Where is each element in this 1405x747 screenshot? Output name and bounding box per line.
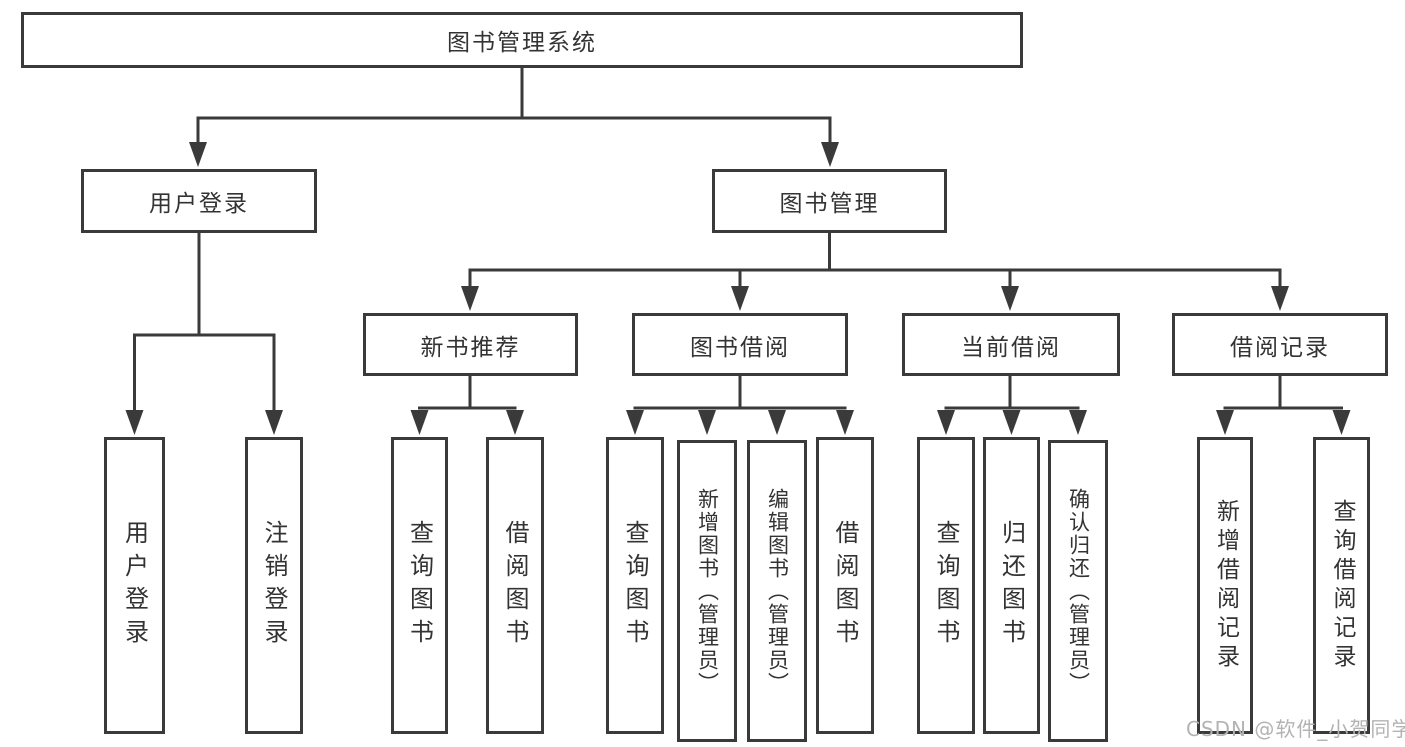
leaf-query-books-recommend: 查询图书 [391,437,448,734]
leaf-label: 归还图书 [997,519,1026,652]
node-book-borrowing: 图书借阅 [632,313,848,376]
leaf-add-borrow-record: 新增借阅记录 [1197,437,1253,734]
leaf-edit-books-admin: 编辑图书（管理员） [747,440,807,742]
leaf-query-books-borrowing: 查询图书 [606,437,664,734]
connector-paths [133,68,1343,410]
node-label: 图书管理系统 [447,30,597,56]
leaf-return-books: 归还图书 [983,437,1040,734]
leaf-user-login: 用户登录 [104,437,165,734]
leaf-label: 新增图书（管理员） [695,487,720,695]
leaf-label: 借阅图书 [831,519,859,652]
node-label: 图书借阅 [690,334,790,361]
leaf-add-books-admin: 新增图书（管理员） [677,440,737,742]
leaf-label: 查询图书 [405,519,434,652]
node-borrowing-records: 借阅记录 [1172,313,1388,376]
leaf-label: 用户登录 [120,519,149,652]
leaf-borrow-books-recommend: 借阅图书 [486,437,544,734]
node-current-borrowing: 当前借阅 [902,313,1120,376]
node-new-book-recommendation: 新书推荐 [363,313,578,376]
node-label: 借阅记录 [1230,334,1330,361]
node-label: 用户登录 [149,191,249,217]
node-label: 当前借阅 [961,334,1061,361]
leaf-label: 查询图书 [621,519,649,652]
node-label: 新书推荐 [420,334,521,361]
leaf-query-books-current: 查询图书 [917,437,975,734]
node-label: 图书管理 [779,191,880,217]
node-library-management-system: 图书管理系统 [21,12,1023,68]
leaf-logout: 注销登录 [245,437,303,734]
node-book-management: 图书管理 [712,169,947,233]
leaf-query-borrow-record: 查询借阅记录 [1313,437,1370,734]
leaf-label: 编辑图书（管理员） [765,487,790,695]
arrowheads [125,142,1351,435]
leaf-label: 确认归还（管理员） [1066,487,1091,695]
csdn-watermark: CSDN @软件_小贺同学 [1186,717,1405,741]
leaf-label: 查询图书 [932,519,960,652]
leaf-label: 注销登录 [260,519,288,652]
node-user-login: 用户登录 [81,169,317,233]
leaf-label: 查询借阅记录 [1329,498,1355,673]
leaf-borrow-books-borrowing: 借阅图书 [816,437,874,734]
leaf-label: 新增借阅记录 [1212,498,1239,673]
leaf-label: 借阅图书 [501,519,529,652]
leaf-confirm-return-admin: 确认归还（管理员） [1048,440,1108,742]
